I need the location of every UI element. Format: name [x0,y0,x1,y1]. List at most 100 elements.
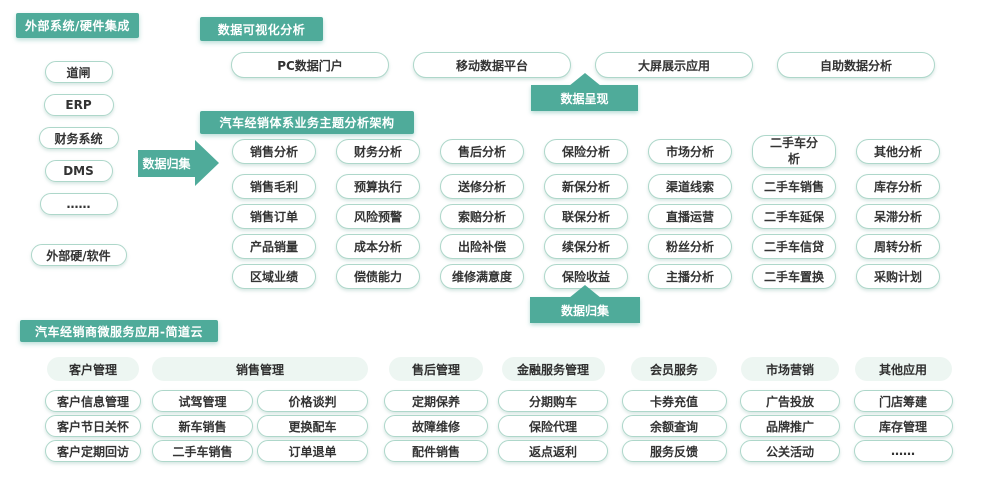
analysis-node: 二手车销售 [752,174,836,199]
app-item: 分期购车 [498,390,608,412]
app-item: 广告投放 [740,390,840,412]
visualization-apps: PC数据门户 移动数据平台 大屏展示应用 自助数据分析 [231,52,935,78]
viz-app-node: 自助数据分析 [777,52,935,78]
analysis-node: 保险收益 [544,264,628,289]
analysis-node: 售后分析 [440,139,524,164]
external-systems-list: 道闸 ERP 财务系统 DMS …… 外部硬/软件 [10,61,147,266]
analysis-node: 周转分析 [856,234,940,259]
analysis-node: 其他分析 [856,139,940,164]
analysis-column-sales: 销售分析 销售毛利 销售订单 产品销量 区域业绩 [232,139,316,294]
app-item: 返点返利 [498,440,608,462]
analysis-node: 偿债能力 [336,264,420,289]
app-group-title: 客户管理 [47,357,139,381]
app-group-items: 广告投放 品牌推广 公关活动 [740,390,840,462]
app-group-items: 客户信息管理 客户节日关怀 客户定期回访 [45,390,141,462]
analysis-column-aftersales: 售后分析 送修分析 索赔分析 出险补偿 维修满意度 [440,139,524,294]
analysis-node: 产品销量 [232,234,316,259]
app-item: 故障维修 [384,415,488,437]
data-collect-callout: 数据归集 [530,297,640,323]
external-system-node: DMS [44,160,113,182]
app-group-title: 金融服务管理 [501,357,605,381]
app-group-title: 市场营销 [741,357,839,381]
analysis-column-usedcar: 二手车分 析 二手车销售 二手车延保 二手车信贷 二手车置换 [752,135,836,294]
viz-app-node: 大屏展示应用 [595,52,753,78]
analysis-node: 新保分析 [544,174,628,199]
analysis-node: 市场分析 [648,139,732,164]
analysis-node: 续保分析 [544,234,628,259]
app-group-member: 会员服务 卡券充值 余额查询 服务反馈 [618,357,730,462]
external-systems-header: 外部系统/硬件集成 [16,13,139,38]
analysis-node: 预算执行 [336,174,420,199]
app-group-marketing: 市场营销 广告投放 品牌推广 公关活动 [736,357,844,462]
analysis-column-insurance: 保险分析 新保分析 联保分析 续保分析 保险收益 [544,139,628,294]
app-group-title: 售后管理 [389,357,483,381]
app-item: 服务反馈 [621,440,727,462]
analysis-node: 销售毛利 [232,174,316,199]
app-item: 定期保养 [384,390,488,412]
app-item: 保险代理 [498,415,608,437]
analysis-node: 销售订单 [232,204,316,229]
app-item: 客户定期回访 [45,440,141,462]
analysis-node: 财务分析 [336,139,420,164]
data-present-callout: 数据呈现 [531,85,638,111]
external-system-node: ERP [43,94,114,116]
analysis-grid: 销售分析 销售毛利 销售订单 产品销量 区域业绩 财务分析 预算执行 风险预警 … [232,135,940,294]
app-item: 卡券充值 [621,390,727,412]
analysis-column-other: 其他分析 库存分析 呆滞分析 周转分析 采购计划 [856,139,940,294]
app-group-items: 试驾管理 新车销售 二手车销售 [152,390,253,462]
app-group-sales: 销售管理 试驾管理 新车销售 二手车销售 价格谈判 更换配车 订单退单 [148,357,372,462]
app-item: 配件销售 [384,440,488,462]
analysis-node: 销售分析 [232,139,316,164]
app-item: 余额查询 [621,415,727,437]
app-group-finance: 金融服务管理 分期购车 保险代理 返点返利 [494,357,612,462]
app-item: 公关活动 [740,440,840,462]
analysis-column-finance: 财务分析 预算执行 风险预警 成本分析 偿债能力 [336,139,420,294]
analysis-column-market: 市场分析 渠道线索 直播运营 粉丝分析 主播分析 [648,139,732,294]
app-group-aftersales: 售后管理 定期保养 故障维修 配件销售 [380,357,492,462]
analysis-node: 区域业绩 [232,264,316,289]
analysis-node: 二手车置换 [752,264,836,289]
app-item: 品牌推广 [740,415,840,437]
external-system-node: 道闸 [44,61,113,83]
arrow-right-icon [195,140,219,186]
analysis-node: 出险补偿 [440,234,524,259]
app-item: 新车销售 [152,415,253,437]
data-collect-arrow-label: 数据归集 [138,149,195,177]
app-item: …… [853,440,953,462]
app-item: 库存管理 [853,415,953,437]
app-group-items: 定期保养 故障维修 配件销售 [384,390,488,462]
app-item: 客户信息管理 [45,390,141,412]
app-group-items: 价格谈判 更换配车 订单退单 [257,390,368,462]
analysis-node: 二手车分 析 [752,135,836,168]
external-system-node: 财务系统 [38,127,119,149]
app-group-items: 门店筹建 库存管理 …… [853,390,953,462]
app-group-title: 其他应用 [854,357,952,381]
app-item: 二手车销售 [152,440,253,462]
app-item: 价格谈判 [257,390,368,412]
viz-app-node: PC数据门户 [231,52,389,78]
analysis-header: 汽车经销体系业务主题分析架构 [200,111,414,134]
app-group-columns: 试驾管理 新车销售 二手车销售 价格谈判 更换配车 订单退单 [152,390,368,462]
external-system-node: …… [39,193,118,215]
app-item: 订单退单 [257,440,368,462]
viz-app-node: 移动数据平台 [413,52,571,78]
app-item: 客户节日关怀 [45,415,141,437]
analysis-node: 风险预警 [336,204,420,229]
analysis-node: 呆滞分析 [856,204,940,229]
app-group-items: 卡券充值 余额查询 服务反馈 [621,390,727,462]
app-item: 门店筹建 [853,390,953,412]
app-item: 更换配车 [257,415,368,437]
app-group-title: 会员服务 [631,357,717,381]
analysis-node: 粉丝分析 [648,234,732,259]
analysis-node: 保险分析 [544,139,628,164]
analysis-node: 二手车延保 [752,204,836,229]
app-group-other: 其他应用 门店筹建 库存管理 …… [850,357,956,462]
data-collect-arrow: 数据归集 [138,140,219,186]
app-group-items: 分期购车 保险代理 返点返利 [498,390,608,462]
analysis-node: 库存分析 [856,174,940,199]
app-item: 试驾管理 [152,390,253,412]
analysis-node: 成本分析 [336,234,420,259]
analysis-node: 采购计划 [856,264,940,289]
visualization-header: 数据可视化分析 [200,17,323,41]
app-group-title: 销售管理 [152,357,368,381]
